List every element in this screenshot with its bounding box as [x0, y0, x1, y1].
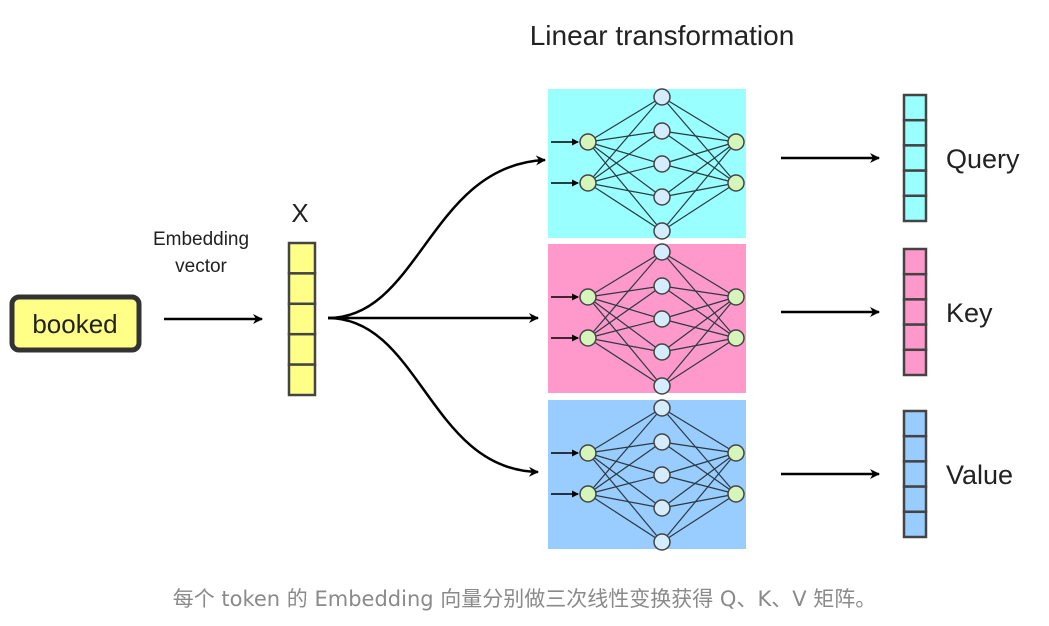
hidden-node — [653, 499, 671, 517]
hidden-node — [653, 277, 671, 295]
vector-cell — [902, 169, 928, 198]
hidden-node — [653, 222, 671, 240]
hidden-node — [653, 533, 671, 551]
arrow-to-value — [327, 316, 539, 477]
connections — [587, 407, 737, 543]
hidden-node — [653, 310, 671, 328]
input-node — [579, 444, 597, 462]
vector-cell — [902, 144, 928, 172]
figure-caption: 每个 token 的 Embedding 向量分别做三次线性变换获得 Q、K、V… — [172, 587, 877, 611]
vector-cell — [287, 241, 317, 275]
output-node — [727, 174, 745, 192]
vector-cell — [902, 194, 928, 223]
input-node — [579, 288, 597, 306]
vector-cell — [902, 93, 928, 122]
input-node — [579, 485, 597, 503]
connections — [587, 251, 737, 387]
connections — [587, 96, 737, 232]
vector-cell — [902, 348, 928, 377]
query-network-bg — [548, 89, 746, 238]
token-box: booked — [9, 294, 142, 353]
key-network — [548, 243, 746, 395]
token-label: booked — [32, 309, 117, 339]
hidden-node — [653, 155, 671, 173]
value-network — [548, 399, 746, 551]
embedding-vector — [287, 241, 317, 397]
key-label: Key — [946, 298, 993, 328]
key-vector — [902, 247, 928, 377]
input-node — [579, 329, 597, 347]
x-label: X — [291, 198, 308, 228]
vector-cell — [902, 434, 928, 463]
embedding-label-2: vector — [175, 256, 227, 277]
query-label: Query — [946, 144, 1020, 174]
input-node — [579, 174, 597, 192]
vector-cell — [902, 323, 928, 352]
vector-cell — [287, 272, 317, 306]
vector-cell — [902, 272, 928, 301]
output-node — [727, 444, 745, 462]
hidden-node — [653, 433, 671, 451]
hidden-node — [653, 243, 671, 261]
query-network — [548, 88, 746, 240]
arrow-to-query — [327, 155, 546, 320]
vector-cell — [902, 409, 928, 438]
query-vector — [902, 93, 928, 223]
output-node — [727, 288, 745, 306]
hidden-node — [653, 399, 671, 417]
vector-cell — [902, 298, 928, 326]
value-label: Value — [946, 460, 1013, 490]
hidden-node — [653, 377, 671, 395]
hidden-node — [653, 122, 671, 140]
embedding-label-1: Embedding — [153, 229, 249, 250]
input-node — [579, 133, 597, 151]
vector-cell — [902, 510, 928, 539]
vector-cell — [287, 363, 317, 397]
hidden-node — [653, 188, 671, 206]
value-network-bg — [548, 400, 746, 549]
vector-cell — [287, 332, 317, 366]
hidden-node — [653, 343, 671, 361]
vector-cell — [287, 302, 317, 336]
vector-cell — [902, 247, 928, 276]
hidden-node — [653, 466, 671, 484]
key-network-bg — [548, 244, 746, 393]
vector-cell — [902, 485, 928, 514]
vector-cell — [902, 460, 928, 488]
output-node — [727, 329, 745, 347]
diagram-title: Linear transformation — [530, 20, 795, 51]
x-vector-cells — [287, 241, 317, 397]
output-node — [727, 133, 745, 151]
hidden-node — [653, 88, 671, 106]
output-node — [727, 485, 745, 503]
vector-cell — [902, 118, 928, 147]
value-vector — [902, 409, 928, 539]
